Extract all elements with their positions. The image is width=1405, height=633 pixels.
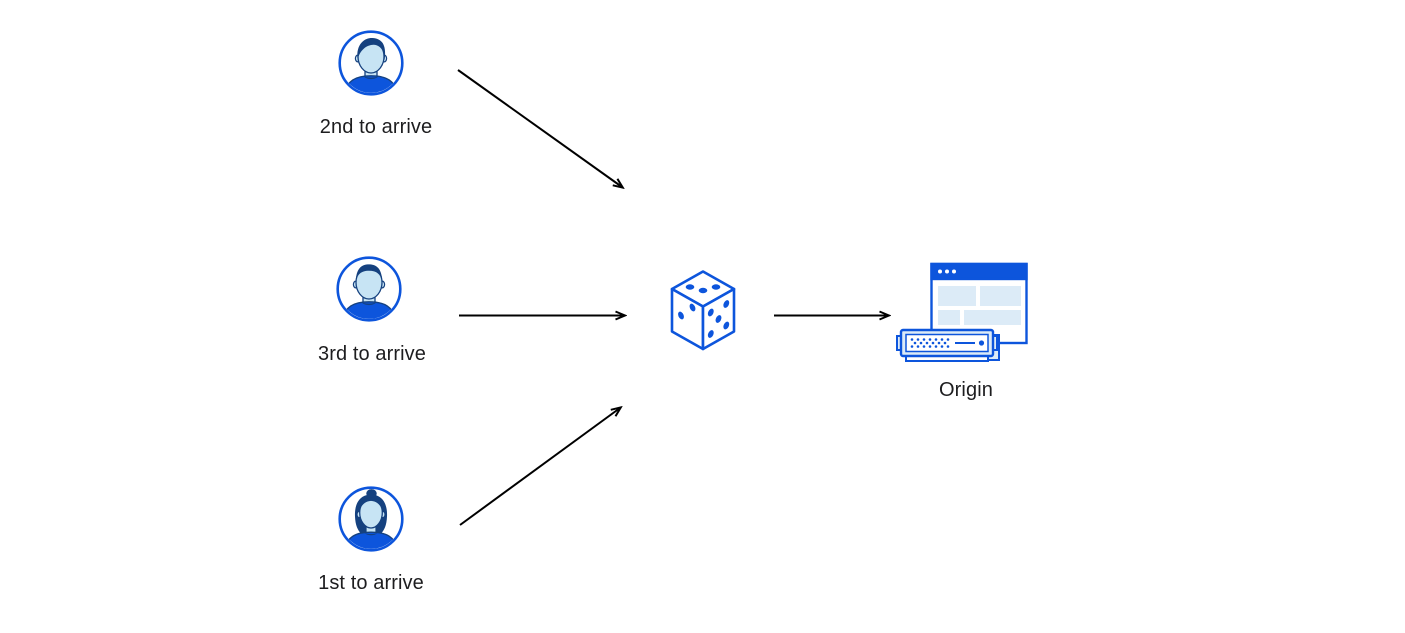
origin-label: Origin	[939, 379, 993, 401]
arrow-client-2nd-to-dice	[457, 69, 622, 187]
browser-content-blocks	[938, 286, 1021, 325]
browser-titlebar-dots	[938, 269, 956, 274]
client-label-1st: 1st to arrive	[318, 572, 424, 594]
browser-titlebar	[930, 262, 1028, 281]
client-label-2nd: 2nd to arrive	[319, 116, 433, 138]
randomizer-node	[668, 268, 738, 358]
client-node-3rd	[336, 256, 402, 327]
avatar-collar-shadow	[361, 302, 377, 306]
client-node-2nd	[338, 30, 404, 101]
client-node-1st	[338, 486, 404, 557]
man-short-hair-avatar-icon	[336, 256, 402, 322]
man-swoop-hair-avatar-icon	[338, 30, 404, 96]
server-vent-dots	[910, 338, 950, 348]
browser-window	[930, 262, 1028, 345]
origin-browser-server-icon	[896, 262, 1028, 362]
woman-bun-avatar-icon	[338, 486, 404, 552]
avatar-fringe	[359, 497, 383, 510]
arrow-client-1st-to-dice	[459, 408, 620, 526]
server-status-led	[978, 340, 985, 346]
server-panel	[905, 333, 989, 353]
server	[896, 328, 1000, 362]
client-label-3rd: 3rd to arrive	[317, 343, 426, 365]
dice-icon	[670, 270, 736, 351]
avatar-hair	[355, 264, 383, 283]
avatar-collar-shadow	[363, 76, 379, 80]
origin-node	[895, 262, 1030, 370]
avatar-collar-shadow	[364, 533, 378, 536]
avatar-hair	[357, 37, 386, 60]
dice-pips	[678, 284, 730, 338]
